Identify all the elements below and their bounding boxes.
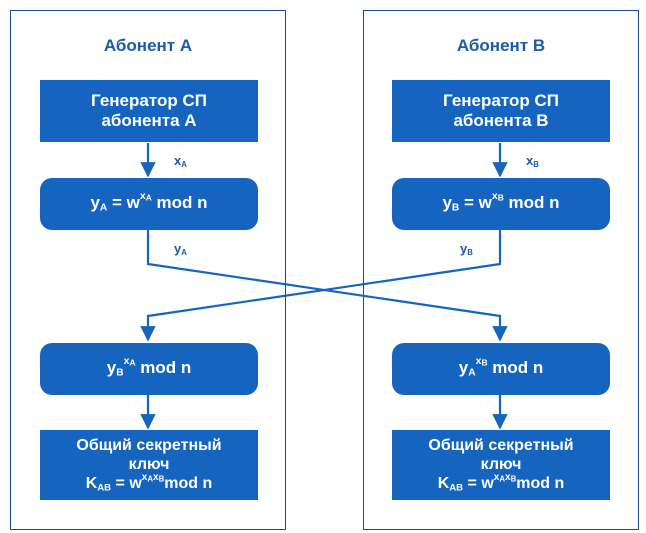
public-key-box-a: yA = wxA mod n [40, 178, 258, 230]
generator-box-b: Генератор СП абонента B [392, 80, 610, 142]
secret-b-formula: KAB = wxAxBmod n [437, 471, 565, 494]
secret-b-line1: Общий секретный [428, 436, 574, 454]
panel-subscriber-a [10, 10, 286, 530]
public-key-formula-b: yB = wxB mod n [442, 190, 560, 214]
panel-a-title: Абонент A [103, 36, 193, 55]
generator-box-a: Генератор СП абонента A [40, 80, 258, 142]
secret-b-line2: ключ [480, 456, 522, 474]
generator-b-line2: абонента B [453, 111, 549, 130]
edge-label-ya: yA [174, 241, 187, 257]
compute-box-b: yAxB mod n [392, 343, 610, 395]
generator-a-line2: абонента A [101, 111, 197, 130]
secret-a-line1: Общий секретный [76, 436, 222, 454]
generator-b-line1: Генератор СП [443, 90, 559, 110]
secret-key-box-b: Общий секретный ключ KAB = wxAxBmod n [392, 430, 610, 500]
secret-a-line2: ключ [128, 456, 170, 474]
compute-formula-a: yBxA mod n [106, 355, 192, 379]
panel-b-title: Абонент B [456, 36, 546, 55]
edge-label-yb: yB [460, 241, 473, 257]
secret-key-box-a: Общий секретный ключ KAB = wxAxBmod n [40, 430, 258, 500]
compute-formula-b: yAxB mod n [458, 355, 544, 379]
secret-a-formula: KAB = wxAxBmod n [85, 471, 213, 494]
public-key-formula-a: yA = wxA mod n [90, 190, 208, 214]
edge-label-xb: xB [526, 153, 539, 169]
compute-box-a: yBxA mod n [40, 343, 258, 395]
public-key-box-b: yB = wxB mod n [392, 178, 610, 230]
edge-label-xa: xA [174, 153, 187, 169]
panel-subscriber-b [363, 10, 639, 530]
generator-a-line1: Генератор СП [91, 90, 207, 110]
exchange-b-to-a [140, 230, 502, 342]
